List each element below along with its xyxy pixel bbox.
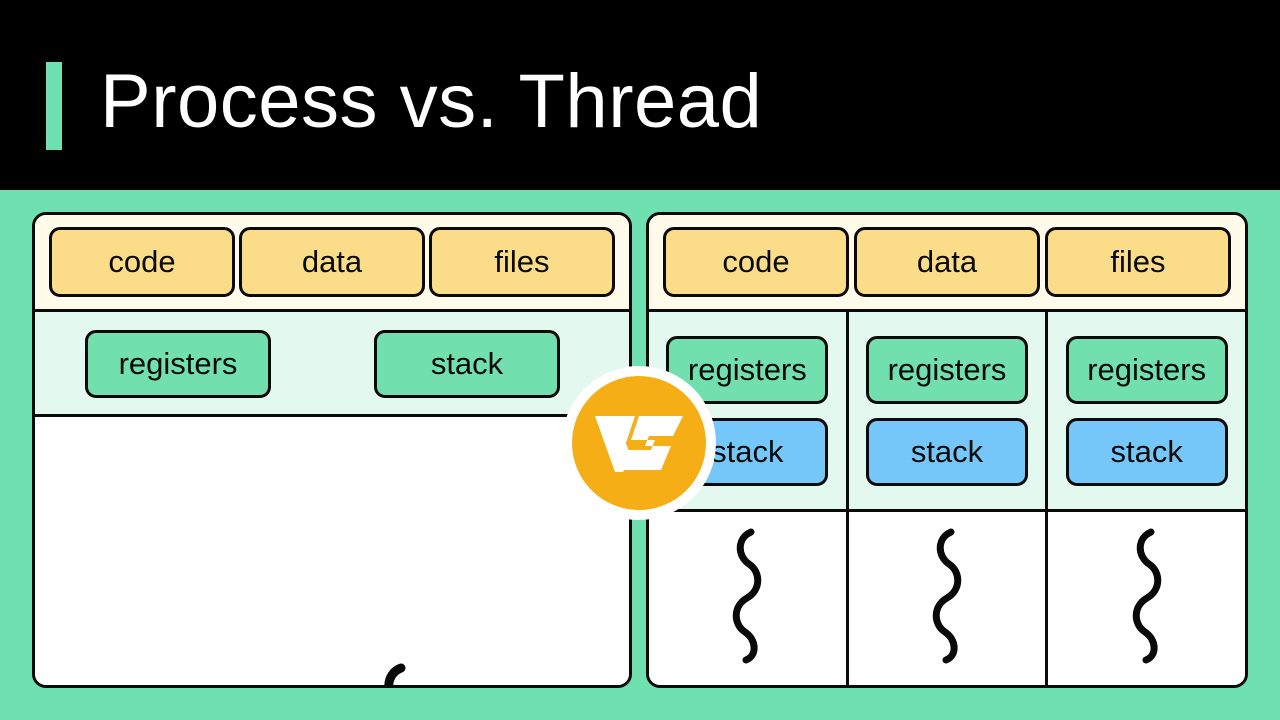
thread-column-thread-area <box>649 512 846 685</box>
page-title: Process vs. Thread <box>100 59 763 144</box>
thread-registers-pill: registers <box>1065 335 1228 404</box>
threaded-shared-resources-row: code data files <box>649 215 1245 312</box>
title-accent-bar <box>46 62 62 150</box>
process-shared-pill-data: data <box>239 227 425 297</box>
thread-column-resources: registers stack <box>1048 312 1245 512</box>
vs-icon <box>595 416 683 472</box>
process-diagram-panel: code data files registers stack thread <box>32 212 632 688</box>
thread-registers-pill: registers <box>866 335 1028 404</box>
thread-column-thread-area <box>848 512 1046 685</box>
threaded-shared-pill-code: code <box>663 227 849 297</box>
threaded-shared-pill-files: files <box>1045 227 1231 297</box>
process-shared-pill-code: code <box>49 227 235 297</box>
process-private-resources-row: registers stack <box>35 312 629 417</box>
thread-column: registers stack <box>1045 312 1245 685</box>
thread-column-thread-area <box>1048 512 1245 685</box>
versus-badge <box>562 366 716 520</box>
thread-squiggle-icon <box>932 528 962 663</box>
versus-badge-disc <box>572 376 706 510</box>
thread-diagram-panel: code data files registers stack register… <box>646 212 1248 688</box>
thread-column: registers stack <box>845 312 1046 685</box>
thread-stack-pill: stack <box>866 417 1028 486</box>
slide-title-bar: Process vs. Thread <box>0 0 1280 190</box>
process-shared-resources-row: code data files <box>35 215 629 312</box>
threaded-shared-pill-data: data <box>854 227 1040 297</box>
thread-stack-pill: stack <box>1065 417 1228 486</box>
process-registers-pill: registers <box>85 330 271 398</box>
process-stack-pill: stack <box>374 330 560 398</box>
thread-columns-container: registers stack registers stack <box>649 312 1245 685</box>
thread-squiggle-icon <box>1132 528 1161 663</box>
process-thread-area: thread <box>35 417 629 685</box>
thread-squiggle-icon <box>733 528 762 663</box>
process-shared-pill-files: files <box>429 227 615 297</box>
thread-squiggle-icon <box>384 663 406 685</box>
thread-column-resources: registers stack <box>848 312 1046 512</box>
